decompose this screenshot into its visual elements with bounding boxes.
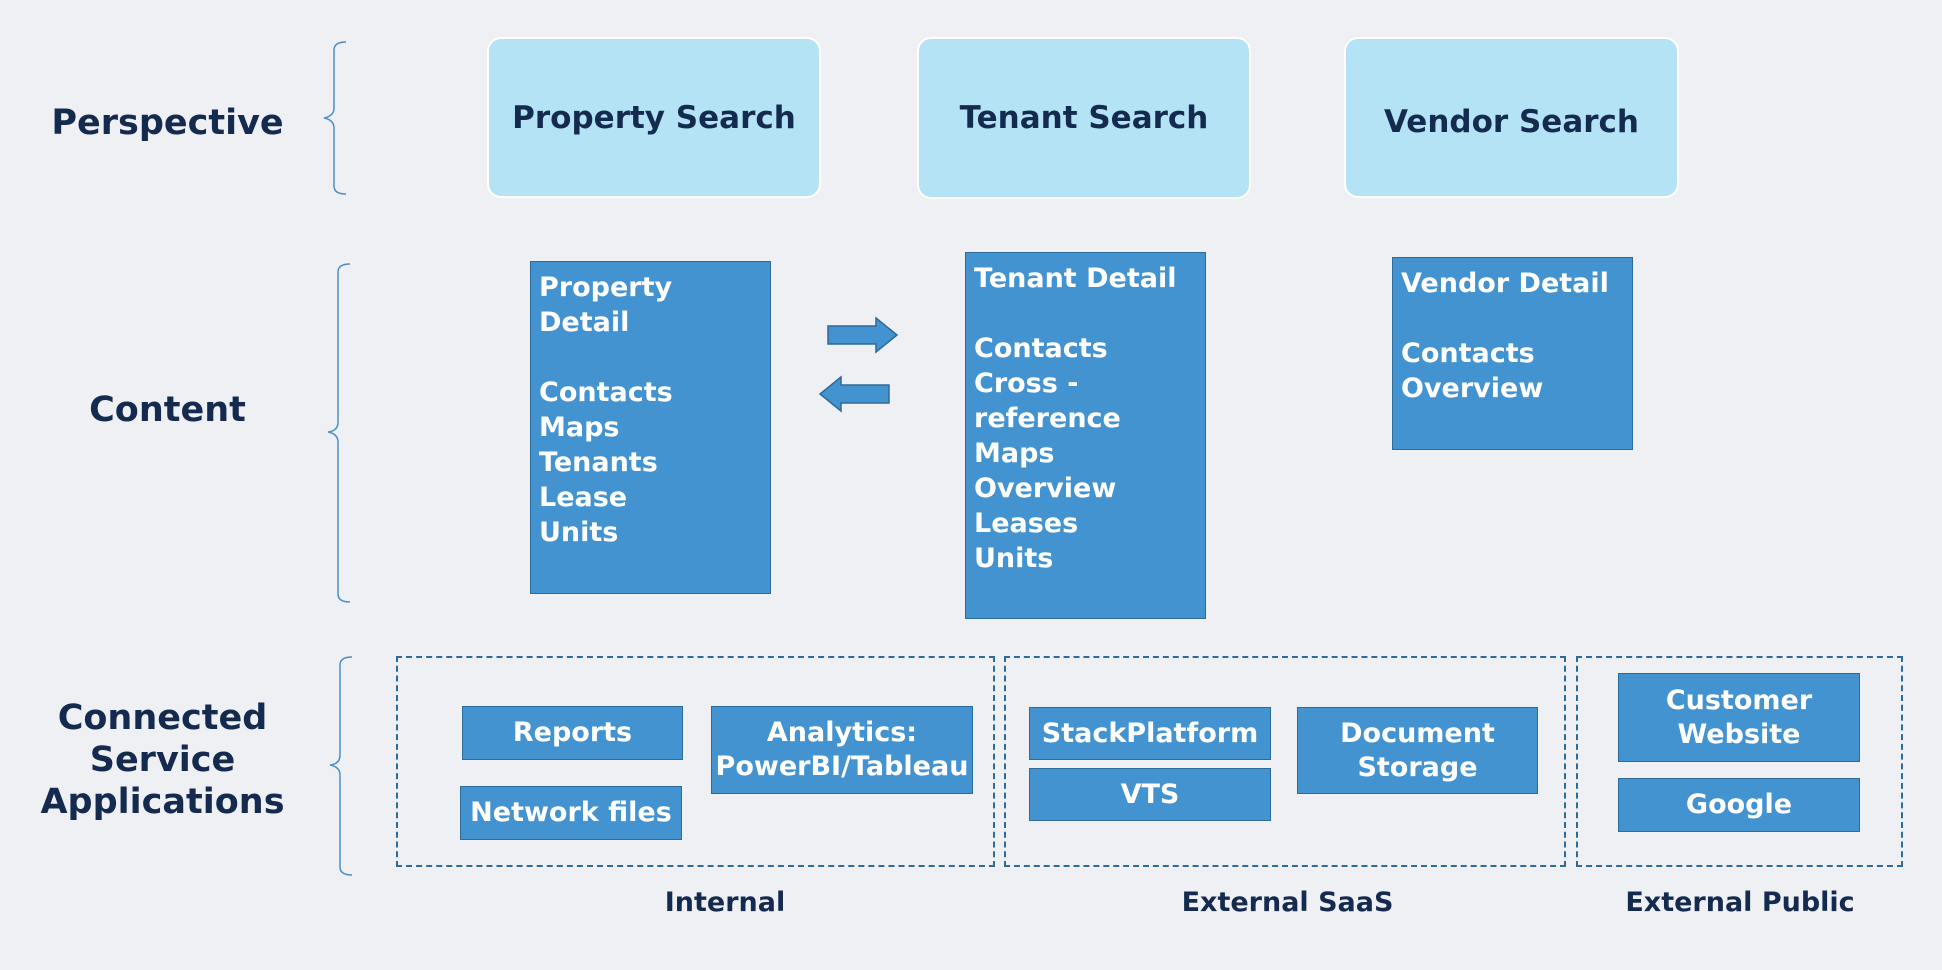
vendor-detail-box: Vendor Detail Contacts Overview: [1392, 257, 1633, 450]
detail-item: Leases: [974, 508, 1079, 539]
detail-item: Overview: [1401, 373, 1544, 404]
detail-item: Units: [539, 517, 619, 548]
detail-item: Contacts: [974, 333, 1108, 364]
vendor-search-box: Vendor Search: [1344, 37, 1679, 198]
tenant-detail-box: Tenant Detail Contacts Cross - reference…: [965, 252, 1206, 619]
tenant-search-box: Tenant Search: [917, 37, 1251, 199]
content-brace: [327, 263, 351, 603]
perspective-brace: [323, 41, 347, 195]
external-public-label: External Public: [1625, 887, 1855, 918]
detail-item: Tenants: [539, 447, 658, 478]
row-label-perspective: Perspective: [51, 102, 284, 143]
network-files-box: Network files: [460, 786, 682, 840]
document-storage-box: Document Storage: [1297, 707, 1538, 794]
property-detail-box: Property Detail Contacts Maps Tenants Le…: [530, 261, 771, 594]
detail-item: Contacts: [1401, 338, 1535, 369]
right-arrow-icon: [827, 316, 899, 354]
stackplatform-box: StackPlatform: [1029, 707, 1271, 760]
vendor-detail-title: Vendor Detail: [1401, 268, 1609, 299]
detail-item: Maps: [974, 438, 1055, 469]
detail-item: Lease: [539, 482, 628, 513]
tenant-detail-title: Tenant Detail: [974, 263, 1177, 294]
detail-item: Contacts: [539, 377, 673, 408]
vts-box: VTS: [1029, 768, 1271, 821]
google-box: Google: [1618, 778, 1860, 832]
detail-item: reference: [974, 403, 1121, 434]
detail-item: Cross -: [974, 368, 1079, 399]
detail-item: Units: [974, 543, 1054, 574]
connected-brace: [329, 656, 353, 876]
row-label-content: Content: [89, 390, 246, 430]
internal-label: Internal: [664, 887, 786, 918]
reports-box: Reports: [462, 706, 683, 760]
left-arrow-icon: [818, 375, 890, 413]
internal-group: [396, 656, 995, 867]
external-saas-label: External SaaS: [1181, 887, 1394, 918]
external-saas-group: [1004, 656, 1566, 867]
row-label-connected-service-applications: Connected Service Applications: [40, 698, 285, 822]
external-public-group: [1576, 656, 1903, 867]
detail-item: Maps: [539, 412, 620, 443]
property-detail-title: Property Detail: [539, 272, 673, 338]
property-search-box: Property Search: [487, 37, 821, 198]
customer-website-box: Customer Website: [1618, 673, 1860, 762]
analytics-box: Analytics: PowerBI/Tableau: [711, 706, 973, 794]
detail-item: Overview: [974, 473, 1117, 504]
